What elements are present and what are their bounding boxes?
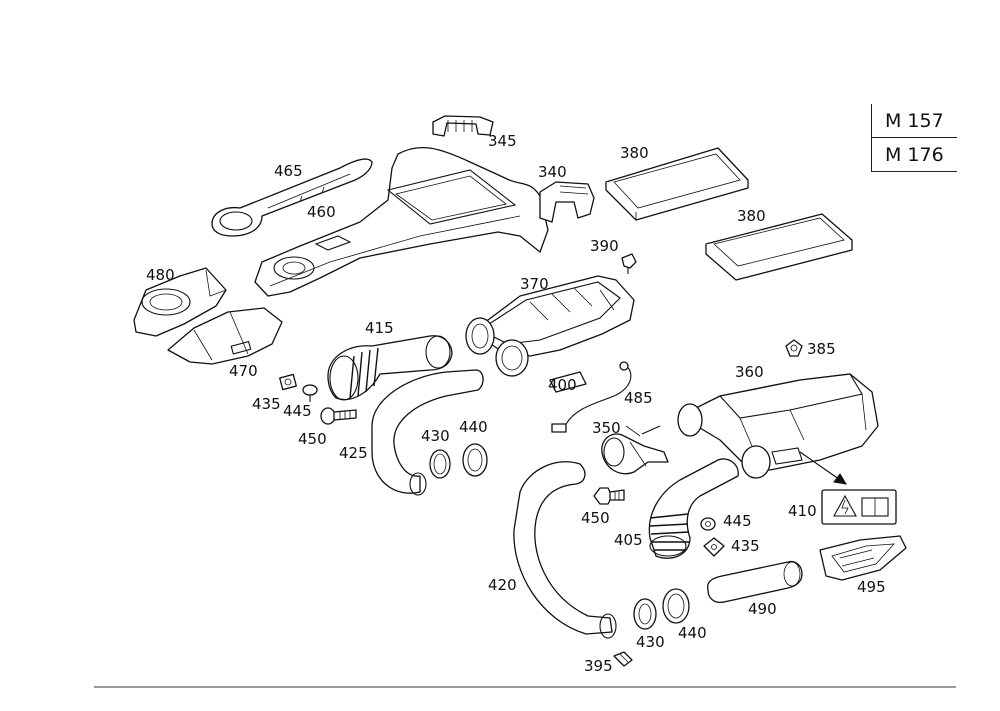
callout-495: 495 bbox=[857, 578, 886, 596]
part-405-bellows bbox=[648, 458, 739, 559]
part-360-filter-housing bbox=[677, 373, 879, 479]
part-430-clamp-lower bbox=[633, 598, 657, 630]
callout-450-lower: 450 bbox=[581, 509, 610, 527]
callout-480: 480 bbox=[146, 266, 175, 284]
part-415-bellows bbox=[327, 335, 453, 401]
part-445-grommet-lower bbox=[700, 517, 716, 531]
callout-485: 485 bbox=[624, 389, 653, 407]
arrow-410 bbox=[799, 451, 847, 485]
callout-410: 410 bbox=[788, 502, 817, 520]
part-380-filter-bottom bbox=[705, 213, 853, 281]
part-395-clip bbox=[613, 651, 633, 667]
callout-370: 370 bbox=[520, 275, 549, 293]
part-495-scoop bbox=[819, 535, 907, 581]
part-470-duct bbox=[167, 307, 283, 365]
callout-470: 470 bbox=[229, 362, 258, 380]
callout-390: 390 bbox=[590, 237, 619, 255]
model-legend: M 157 M 176 bbox=[871, 104, 957, 172]
callout-425: 425 bbox=[339, 444, 368, 462]
callout-340: 340 bbox=[538, 163, 567, 181]
part-435-nut-left bbox=[279, 373, 297, 391]
callout-460: 460 bbox=[307, 203, 336, 221]
callout-345: 345 bbox=[488, 132, 517, 150]
callout-395: 395 bbox=[584, 657, 613, 675]
model-m176: M 176 bbox=[872, 137, 957, 172]
callout-450-left: 450 bbox=[298, 430, 327, 448]
part-450-bolt-left bbox=[320, 407, 357, 425]
part-460-engine-cover bbox=[254, 146, 549, 297]
part-410-label bbox=[821, 489, 897, 525]
callout-380-top: 380 bbox=[620, 144, 649, 162]
part-425-hose bbox=[371, 369, 484, 496]
leader-lines bbox=[625, 425, 641, 437]
callout-380-bottom: 380 bbox=[737, 207, 766, 225]
callout-465: 465 bbox=[274, 162, 303, 180]
callout-445-lower: 445 bbox=[723, 512, 752, 530]
callout-405: 405 bbox=[614, 531, 643, 549]
part-445-grommet-left bbox=[302, 384, 318, 402]
callout-440-lower: 440 bbox=[678, 624, 707, 642]
part-400-connector bbox=[549, 371, 587, 393]
callout-440-left: 440 bbox=[459, 418, 488, 436]
part-340-clip bbox=[539, 181, 595, 223]
part-390-sensor bbox=[621, 253, 637, 274]
part-345-cover bbox=[432, 115, 494, 137]
part-440-clamp-lower bbox=[662, 588, 690, 624]
callout-labels: 345 465 460 340 380 380 390 480 370 415 … bbox=[146, 132, 886, 675]
callout-400: 400 bbox=[548, 376, 577, 394]
part-485-sensor-cable bbox=[551, 361, 632, 433]
callout-445-left: 445 bbox=[283, 402, 312, 420]
part-350-fitting bbox=[601, 425, 669, 475]
part-420-hose bbox=[513, 461, 617, 639]
part-385-clip bbox=[785, 339, 803, 357]
part-380-filter-top bbox=[605, 147, 749, 221]
model-m157: M 157 bbox=[885, 110, 944, 132]
part-465-bracket bbox=[211, 158, 373, 237]
part-435-nut-lower bbox=[703, 537, 725, 557]
callout-430-lower: 430 bbox=[636, 633, 665, 651]
callout-490: 490 bbox=[748, 600, 777, 618]
callout-430-left: 430 bbox=[421, 427, 450, 445]
part-430-clamp-left bbox=[429, 449, 451, 479]
part-450-bolt-lower bbox=[593, 487, 625, 505]
callout-415: 415 bbox=[365, 319, 394, 337]
part-480-duct bbox=[133, 267, 227, 337]
callout-435-left: 435 bbox=[252, 395, 281, 413]
part-490-tube bbox=[706, 560, 803, 604]
callout-360: 360 bbox=[735, 363, 764, 381]
part-370-housing bbox=[465, 275, 635, 377]
part-440-clamp-left bbox=[462, 443, 488, 477]
callout-420: 420 bbox=[488, 576, 517, 594]
callout-385: 385 bbox=[807, 340, 836, 358]
callout-350: 350 bbox=[592, 419, 621, 437]
callout-435-lower: 435 bbox=[731, 537, 760, 555]
